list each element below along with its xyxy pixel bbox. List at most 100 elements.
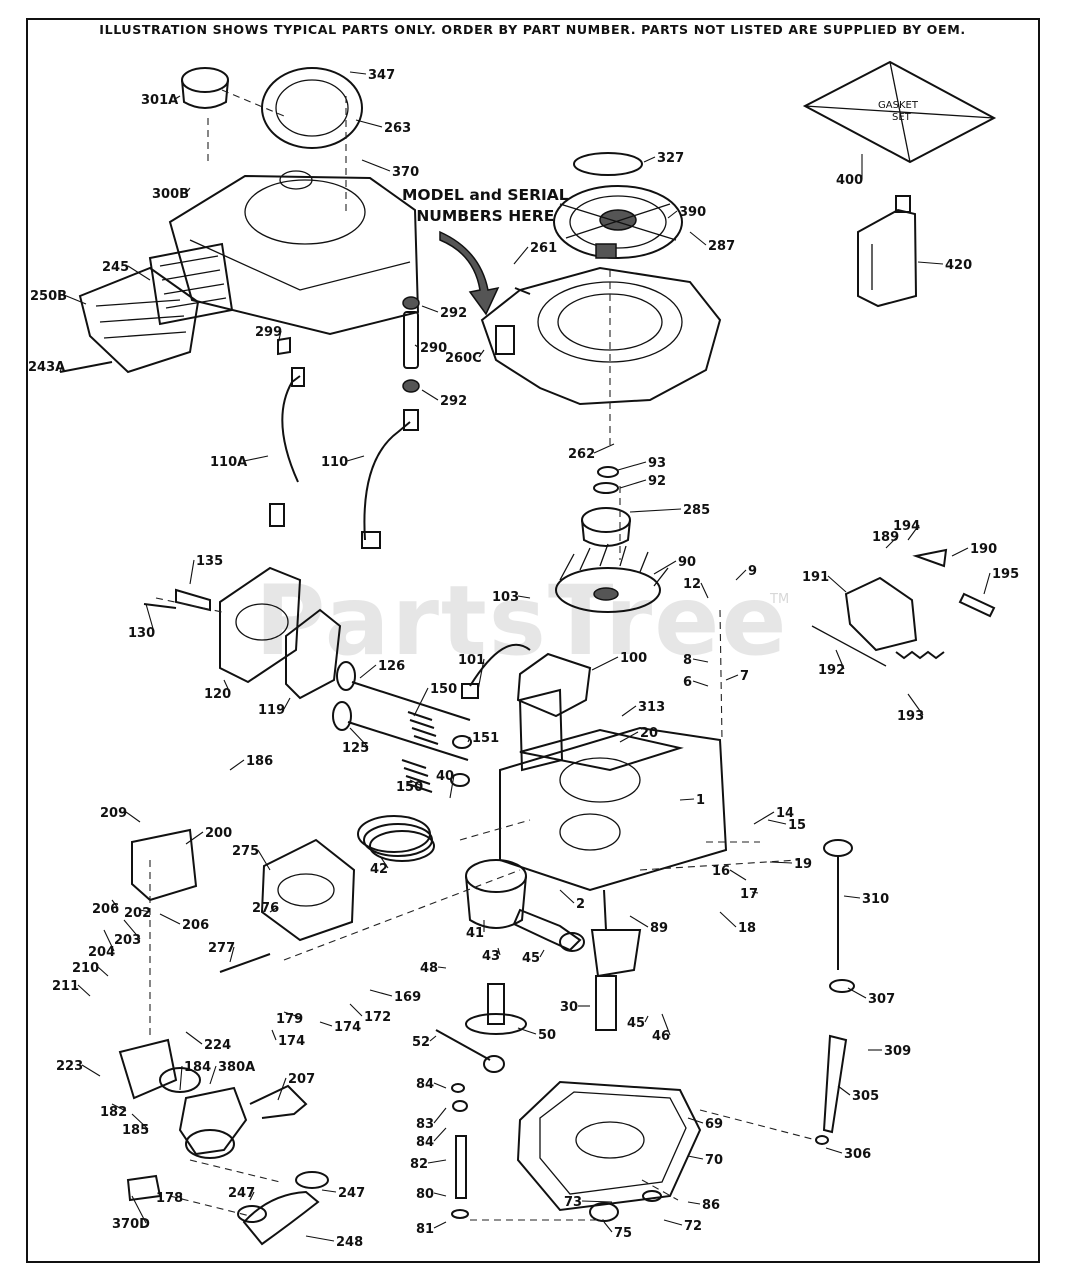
part-label-305: 305 xyxy=(852,1089,879,1104)
leader-line xyxy=(559,889,575,904)
part-label-45: 45 xyxy=(627,1016,645,1031)
part-label-172: 172 xyxy=(364,1010,391,1025)
leader-line xyxy=(769,861,793,864)
model-serial-callout: MODEL and SERIAL NUMBERS HERE xyxy=(402,185,569,227)
callout-line-1: MODEL and SERIAL xyxy=(402,186,569,204)
leader-line xyxy=(433,1192,447,1197)
part-label-370d: 370D xyxy=(112,1217,150,1232)
part-label-290: 290 xyxy=(420,341,447,356)
leader-line xyxy=(189,559,195,585)
leader-line xyxy=(429,1035,437,1042)
part-label-84: 84 xyxy=(416,1077,434,1092)
part-label-292: 292 xyxy=(440,394,467,409)
leader-line xyxy=(433,1107,447,1124)
leader-line xyxy=(619,731,639,743)
leader-line xyxy=(663,1219,683,1226)
part-label-130: 130 xyxy=(128,626,155,641)
part-label-174: 174 xyxy=(278,1034,305,1049)
part-label-75: 75 xyxy=(614,1226,632,1241)
leader-line xyxy=(885,535,899,549)
part-label-224: 224 xyxy=(204,1038,231,1053)
part-label-203: 203 xyxy=(114,933,141,948)
leader-line xyxy=(123,919,141,940)
part-label-84: 84 xyxy=(416,1135,434,1150)
part-label-327: 327 xyxy=(657,151,684,166)
leader-line xyxy=(243,455,269,462)
part-label-73: 73 xyxy=(564,1195,582,1210)
leader-line xyxy=(653,560,677,575)
leader-line xyxy=(305,1235,335,1242)
part-label-299: 299 xyxy=(255,325,282,340)
part-label-120: 120 xyxy=(204,687,231,702)
part-label-292: 292 xyxy=(440,306,467,321)
part-label-347: 347 xyxy=(368,68,395,83)
part-label-247: 247 xyxy=(228,1186,255,1201)
part-label-223: 223 xyxy=(56,1059,83,1074)
part-label-182: 182 xyxy=(100,1105,127,1120)
part-label-17: 17 xyxy=(740,887,758,902)
leader-line xyxy=(661,1013,671,1036)
leader-line xyxy=(687,1155,704,1160)
flywheel-drawing xyxy=(555,466,669,613)
part-label-83: 83 xyxy=(416,1117,434,1132)
leader-line xyxy=(843,895,861,899)
carburetor-drawing xyxy=(118,828,308,1159)
part-label-390: 390 xyxy=(679,205,706,220)
leader-line xyxy=(277,330,282,345)
leader-line xyxy=(729,869,747,881)
leader-line xyxy=(361,159,391,172)
leader-line xyxy=(283,697,291,710)
part-label-380a: 380A xyxy=(218,1060,255,1075)
leader-line xyxy=(751,891,759,894)
part-label-110a: 110A xyxy=(210,455,247,470)
part-label-72: 72 xyxy=(684,1219,702,1234)
leader-line xyxy=(379,855,389,869)
part-label-89: 89 xyxy=(650,921,668,936)
part-label-260c: 260C xyxy=(445,351,482,366)
leader-line xyxy=(249,1191,255,1201)
callout-line-2: NUMBERS HERE xyxy=(416,207,555,225)
leader-line xyxy=(277,1077,287,1101)
leader-line xyxy=(917,261,944,265)
part-label-81: 81 xyxy=(416,1222,434,1237)
leader-line xyxy=(321,1189,337,1193)
leader-line xyxy=(179,1065,183,1091)
part-label-110: 110 xyxy=(321,455,348,470)
leader-line xyxy=(414,344,419,348)
rewind-starter-drawing xyxy=(553,152,683,259)
part-label-262: 262 xyxy=(568,447,595,462)
leader-line xyxy=(413,687,429,717)
gasket-set-text-line-1: GASKET xyxy=(878,100,919,111)
leader-line xyxy=(81,1064,101,1077)
leader-line xyxy=(847,987,867,999)
part-label-103: 103 xyxy=(492,590,519,605)
leader-line xyxy=(229,759,245,771)
leader-line xyxy=(907,693,924,716)
part-label-209: 209 xyxy=(100,806,127,821)
leader-line xyxy=(421,389,439,401)
leader-line xyxy=(127,265,151,281)
leader-line xyxy=(700,582,709,599)
part-label-69: 69 xyxy=(705,1117,723,1132)
cylinder-block-drawing xyxy=(499,688,728,892)
part-label-8: 8 xyxy=(683,653,692,668)
leader-line xyxy=(513,246,529,265)
leader-line xyxy=(433,1082,447,1089)
leader-line xyxy=(753,811,775,825)
oil-sump-drawing xyxy=(516,1080,702,1222)
part-label-300b: 300B xyxy=(152,187,189,202)
leader-line xyxy=(111,1103,127,1112)
part-label-150: 150 xyxy=(430,682,457,697)
part-label-184: 184 xyxy=(184,1060,211,1075)
leader-line xyxy=(692,680,709,687)
part-label-86: 86 xyxy=(702,1198,720,1213)
part-label-101: 101 xyxy=(458,653,485,668)
leader-line xyxy=(421,305,439,313)
part-label-42: 42 xyxy=(370,862,388,877)
leader-line xyxy=(687,1117,704,1124)
leader-line xyxy=(159,913,181,925)
leader-line xyxy=(951,547,969,557)
leader-line xyxy=(433,1127,447,1142)
leader-line xyxy=(643,156,656,163)
